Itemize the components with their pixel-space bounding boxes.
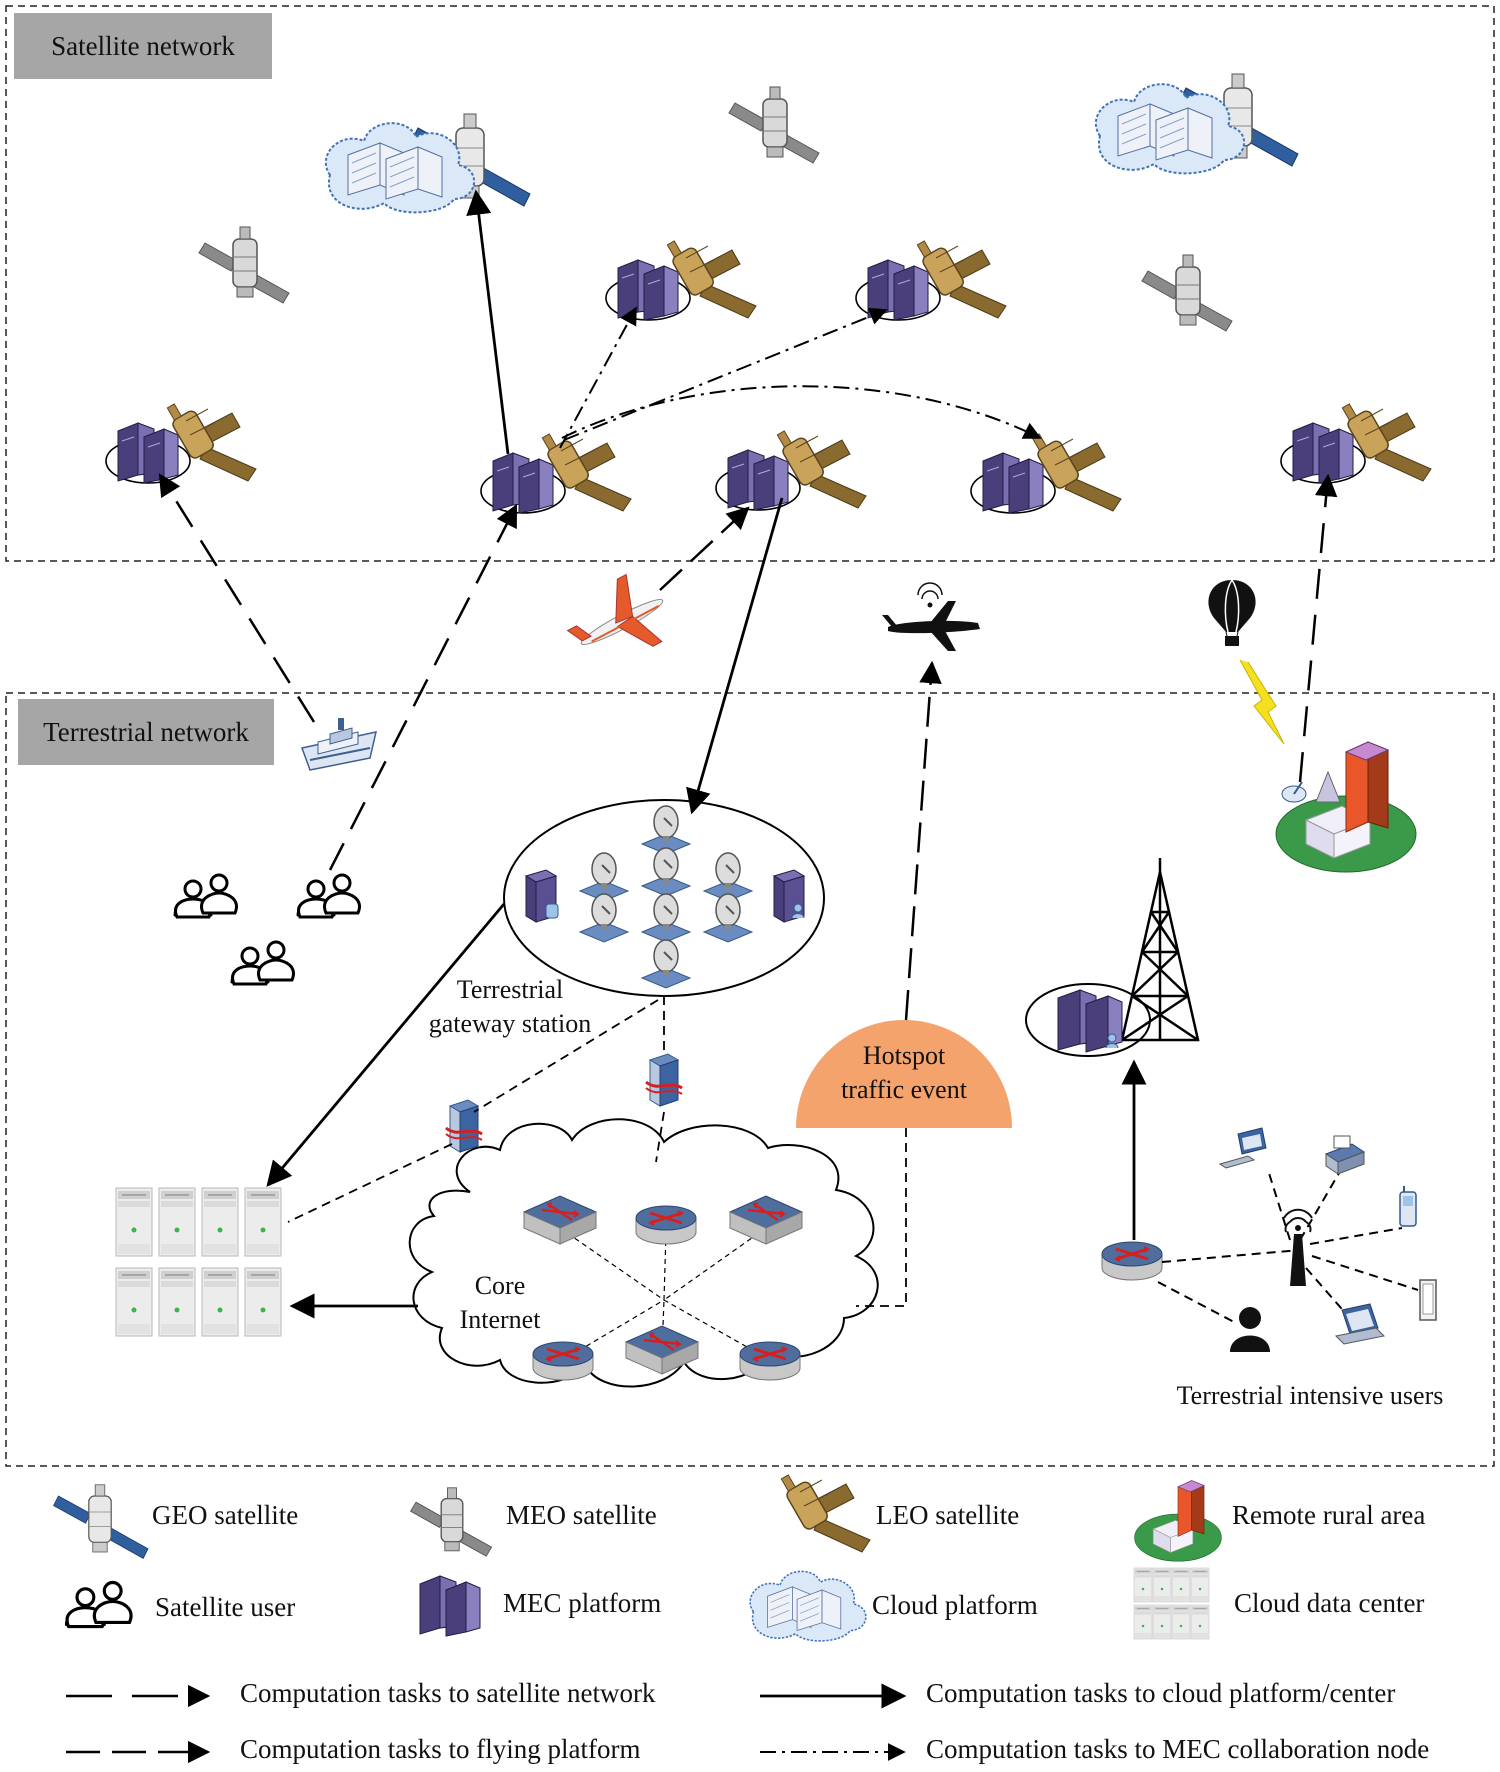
legend-cloud-dc-label: Cloud data center <box>1234 1588 1425 1618</box>
leo-mec-satellite-icon <box>1281 404 1431 483</box>
gateway-server-icon <box>524 869 559 923</box>
legend-geo-satellite-icon <box>52 1484 149 1560</box>
airplane-icon <box>566 573 664 647</box>
legend-rural-label: Remote rural area <box>1232 1500 1426 1530</box>
intensive-router-icon <box>1100 1240 1164 1282</box>
core-router-icon <box>531 1340 595 1382</box>
core-router-icon <box>634 1204 698 1246</box>
meo-satellite-icon <box>1141 254 1233 332</box>
wireless-access-point-icon <box>1283 1208 1313 1286</box>
gateway-server-icon <box>772 869 806 923</box>
meo-satellite-icon <box>198 226 290 304</box>
tower-mec-server-icon <box>1057 989 1123 1053</box>
laptop-icon <box>1334 1303 1386 1345</box>
ground-dish-icon <box>641 893 691 943</box>
legend-line-flying-label: Computation tasks to flying platform <box>240 1734 641 1764</box>
legend-cloud-data-center-icon <box>1133 1567 1210 1640</box>
satellite-users-group-icon <box>230 940 295 986</box>
satellite-network-title: Satellite network <box>14 13 272 79</box>
mec-collaboration-task-lines <box>559 306 1042 449</box>
legend-leo-satellite-icon <box>780 1474 871 1553</box>
legend-geo-label: GEO satellite <box>152 1500 299 1530</box>
satellite-network-region <box>5 5 1495 562</box>
cloud-task-lines <box>266 189 1147 1319</box>
wireless-link-lightning <box>1239 659 1285 745</box>
terrestrial-network-title: Terrestrial network <box>18 699 274 765</box>
legend-leo-label: LEO satellite <box>876 1500 1020 1530</box>
gateway-label-line2: gateway station <box>428 1009 592 1038</box>
cloud-platform-left-icon <box>324 122 476 214</box>
legend-sat-user-label: Satellite user <box>155 1592 296 1622</box>
ship-icon <box>301 718 377 771</box>
tablet-icon <box>1419 1279 1437 1321</box>
core-internet-cloud <box>408 1118 879 1388</box>
satellite-users-group-icon <box>173 873 238 919</box>
legend-remote-rural-area-icon <box>1134 1480 1222 1562</box>
hotspot-label-line2: traffic event <box>841 1075 967 1104</box>
legend-meo-satellite-icon <box>409 1487 493 1557</box>
legend-cloud-platform-icon <box>749 1570 867 1642</box>
gateway-label-line1: Terrestrial <box>456 975 564 1004</box>
balloon-icon <box>1208 579 1256 646</box>
tower-mec-ring <box>1025 983 1151 1057</box>
satellite-network-task-lines <box>158 473 1338 871</box>
core-internet-label-line2: Internet <box>459 1305 541 1334</box>
ground-dish-icon <box>641 847 691 897</box>
cell-tower-icon <box>1120 858 1200 1042</box>
pc-terminal-icon <box>1218 1127 1267 1169</box>
ground-dish-icon <box>641 939 691 989</box>
core-internet-label-line1: Core <box>474 1271 526 1300</box>
flying-platform-task-lines <box>659 506 942 1021</box>
person-user-icon <box>1230 1307 1270 1352</box>
ground-dish-icon <box>579 893 629 943</box>
remote-rural-area-icon <box>1275 741 1417 873</box>
leo-mec-satellite-icon <box>716 431 866 510</box>
hotspot-traffic-event-shape <box>796 1020 1012 1128</box>
cloud-platform-right-icon <box>1094 83 1246 175</box>
leo-mec-satellite-icon <box>481 434 631 513</box>
intensive-links <box>1157 1167 1419 1323</box>
ground-dish-icon <box>703 893 753 943</box>
legend-satellite-user-icon <box>64 1580 133 1629</box>
ground-dish-icon <box>641 805 691 855</box>
firewall-icon <box>644 1052 684 1108</box>
core-router-icon <box>738 1340 802 1382</box>
printer-icon <box>1324 1135 1366 1175</box>
hotspot-label-line1: Hotspot <box>862 1041 946 1070</box>
satellite-users-group-icon <box>296 873 361 919</box>
legend-line-satellite-label: Computation tasks to satellite network <box>240 1678 656 1708</box>
legend-mec-platform-icon <box>419 1575 481 1637</box>
legend-mec-label: MEC platform <box>503 1588 662 1618</box>
leo-mec-satellite-icon <box>856 241 1006 320</box>
legend-line-cloud-label: Computation tasks to cloud platform/cent… <box>926 1678 1396 1708</box>
drone-uav-icon <box>882 582 980 651</box>
cloud-data-center-icon <box>115 1187 282 1337</box>
infrastructure-links <box>287 996 907 1307</box>
leo-mec-satellite-icon <box>971 434 1121 513</box>
legend-line-mec-label: Computation tasks to MEC collaboration n… <box>926 1734 1430 1764</box>
intensive-users-label: Terrestrial intensive users <box>1176 1381 1444 1410</box>
legend-meo-label: MEO satellite <box>506 1500 657 1530</box>
meo-satellite-icon <box>728 86 820 164</box>
leo-mec-satellite-icon <box>106 404 256 483</box>
legend-cloud-platform-label: Cloud platform <box>872 1590 1038 1620</box>
leo-mec-satellite-icon <box>606 241 756 320</box>
terrestrial-network-region <box>5 692 1495 1467</box>
phone-icon <box>1399 1186 1417 1227</box>
